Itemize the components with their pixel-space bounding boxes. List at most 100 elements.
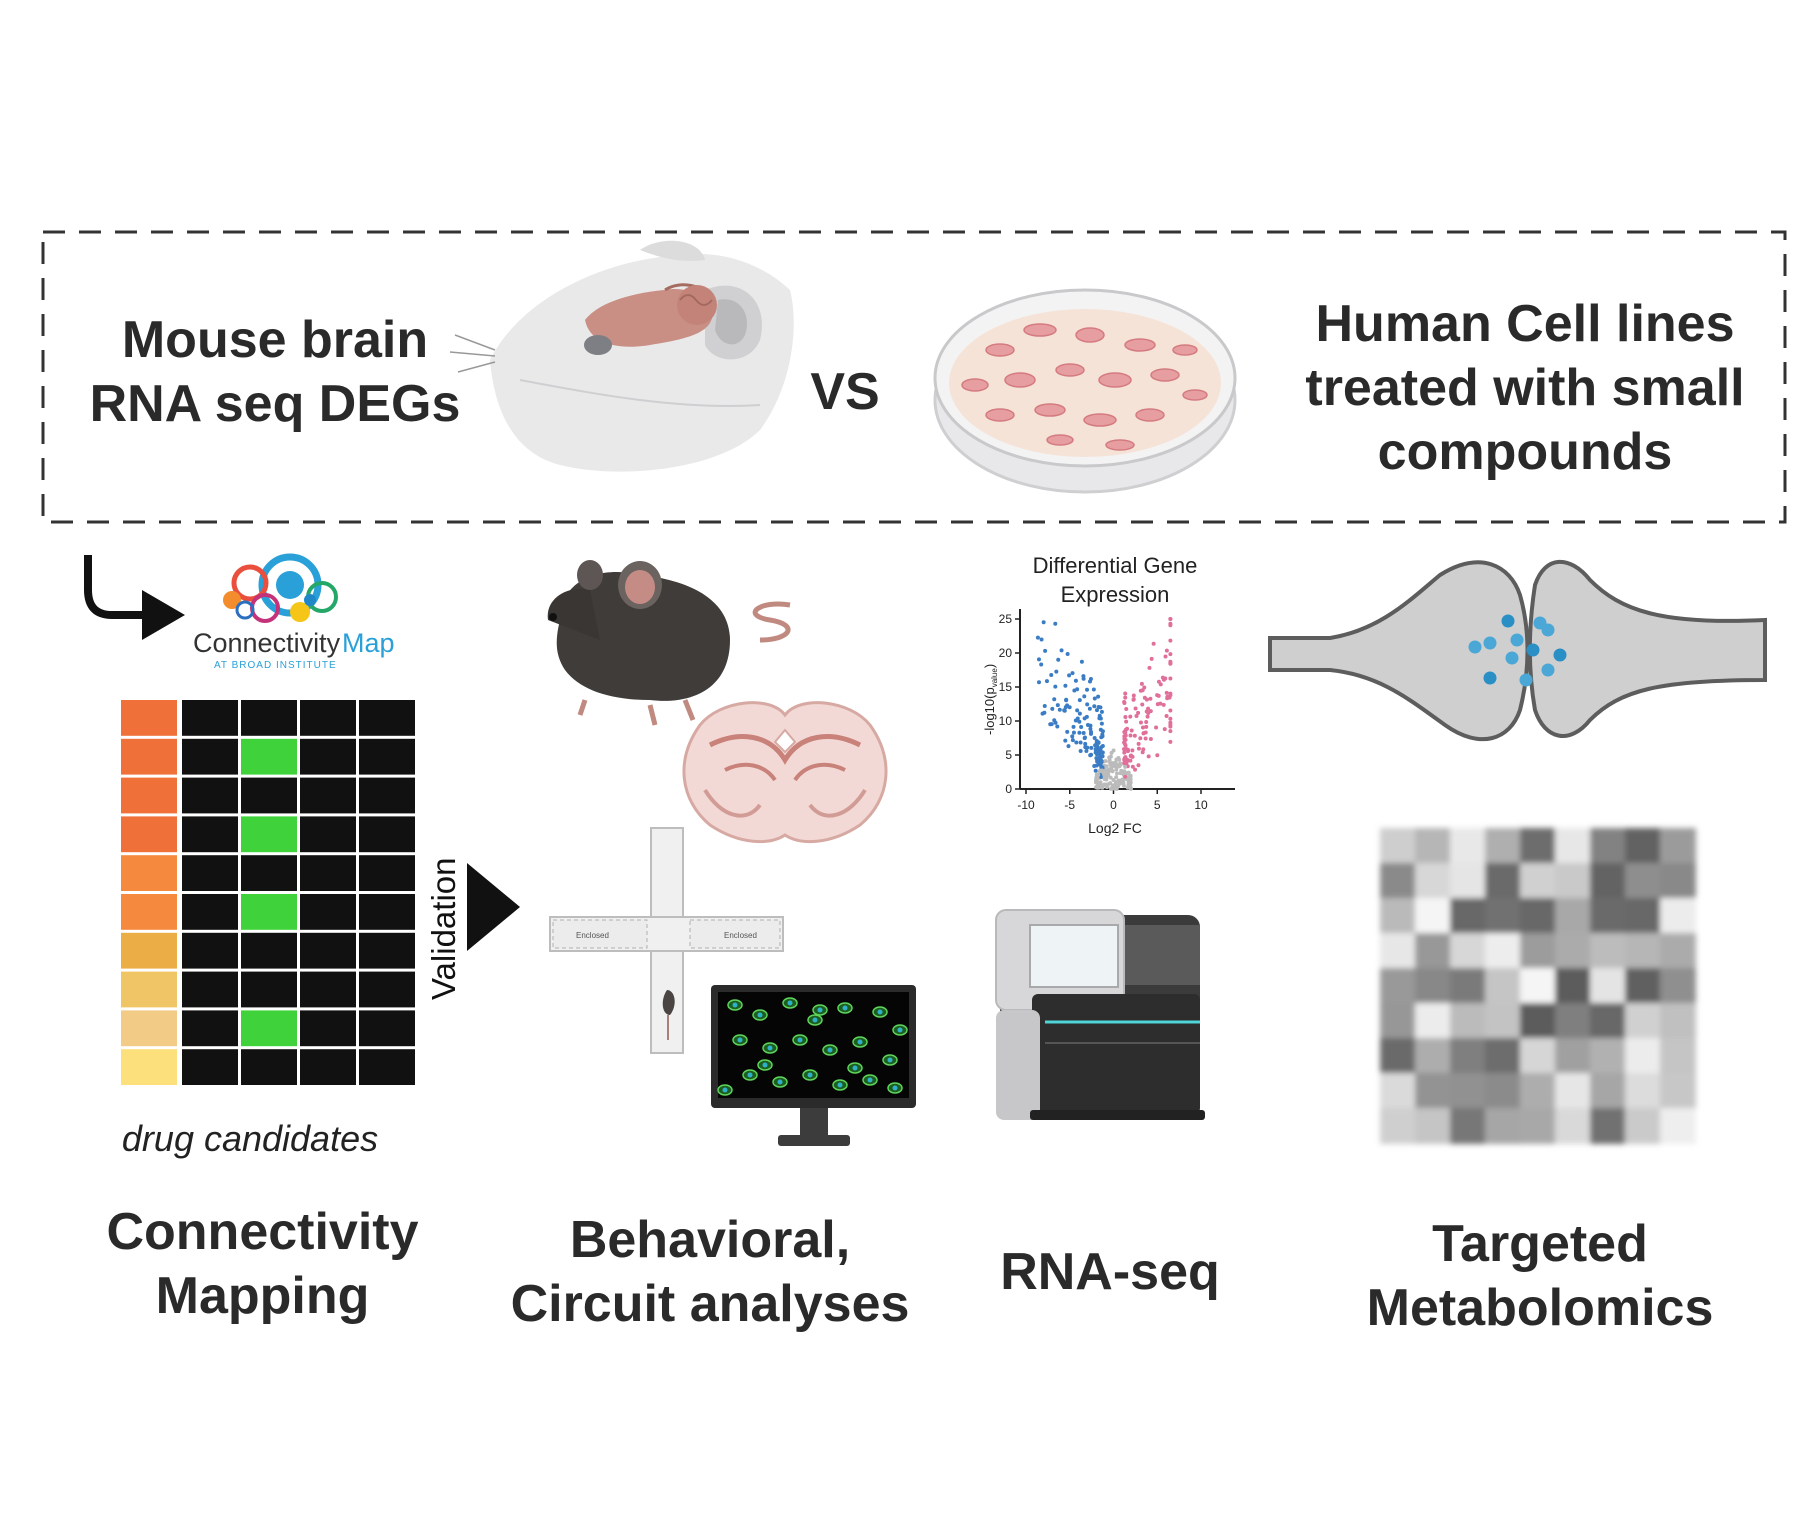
metabolomics-cell	[1520, 933, 1556, 969]
volcano-point	[1092, 735, 1097, 740]
heatmap-cell	[300, 932, 356, 969]
connectivity-map-logo-icon	[223, 553, 338, 623]
volcano-point	[1138, 720, 1143, 725]
volcano-point	[1151, 641, 1156, 646]
brain-section-illustration	[682, 701, 888, 844]
volcano-point	[1056, 657, 1061, 662]
cmap-brand-main: Connectivity	[193, 628, 341, 658]
volcano-point	[1050, 706, 1055, 711]
volcano-point	[1093, 768, 1098, 773]
volcano-point	[1100, 768, 1105, 773]
volcano-point	[1134, 713, 1139, 718]
vesicle	[1533, 616, 1547, 630]
heatmap-cell	[300, 855, 356, 891]
volcano-point	[1083, 741, 1088, 746]
metabolomics-cell	[1415, 933, 1451, 969]
metabolomics-cell	[1380, 898, 1416, 934]
heatmap-cell	[359, 1010, 415, 1047]
volcano-point	[1099, 764, 1104, 769]
volcano-point	[1146, 706, 1151, 711]
heatmap-cell	[300, 1010, 356, 1047]
volcano-point	[1145, 714, 1150, 719]
volcano-point	[1123, 755, 1128, 760]
vesicle	[1483, 671, 1497, 685]
cell-nucleus	[757, 1012, 763, 1018]
volcano-point	[1084, 749, 1089, 754]
metabolomics-cell	[1380, 1003, 1416, 1039]
heatmap-cell	[241, 777, 297, 814]
volcano-y-label: -log10(pvalue)	[982, 664, 999, 735]
metabolomics-cell	[1625, 1038, 1661, 1074]
volcano-point	[1164, 648, 1169, 653]
volcano-point	[1071, 724, 1076, 729]
volcano-point	[1088, 753, 1093, 758]
heatmap-cell	[359, 777, 415, 814]
metabolomics-heatmap	[1380, 828, 1696, 1144]
synapse-illustration	[1268, 559, 1767, 742]
volcano-point	[1082, 736, 1087, 741]
metabolomics-cell	[1485, 1003, 1521, 1039]
metabolomics-cell	[1380, 1108, 1416, 1144]
volcano-point	[1164, 713, 1169, 718]
heatmap-side-cell	[121, 700, 177, 736]
volcano-y-tick-label: 0	[1005, 782, 1012, 796]
heatmap-cell	[300, 738, 356, 775]
heatmap-cell	[182, 738, 238, 775]
section-rnaseq: RNA-seq	[980, 1240, 1240, 1304]
volcano-y-tick-label: 20	[999, 646, 1013, 660]
volcano-point	[1108, 781, 1113, 786]
metabolomics-cell	[1590, 1003, 1626, 1039]
bent-arrow-icon	[84, 555, 185, 640]
metabolomics-cell	[1380, 1073, 1416, 1109]
volcano-point	[1139, 681, 1144, 686]
metabolomics-cell	[1660, 1073, 1696, 1109]
drug-candidates-label: drug candidates	[121, 1118, 379, 1159]
volcano-point	[1067, 705, 1072, 710]
volcano-point	[1163, 654, 1168, 659]
metabolomics-cell	[1625, 933, 1661, 969]
metabolomics-cell	[1485, 863, 1521, 899]
metabolomics-cell	[1485, 1073, 1521, 1109]
metabolomics-cell	[1555, 1108, 1591, 1144]
volcano-point	[1132, 733, 1137, 738]
heatmap-side-cell	[121, 855, 177, 891]
heatmap-cell	[359, 894, 415, 930]
vesicle	[1468, 640, 1482, 654]
volcano-point	[1094, 775, 1099, 780]
volcano-point	[1044, 679, 1049, 684]
volcano-point	[1087, 679, 1092, 684]
heatmap-cell	[300, 700, 356, 736]
heatmap-hit-cell	[241, 738, 297, 775]
volcano-point	[1063, 738, 1068, 743]
volcano-x-tick-label: -10	[1017, 798, 1035, 812]
cell-nucleus	[722, 1087, 728, 1093]
metabolomics-cell	[1485, 933, 1521, 969]
volcano-point	[1146, 754, 1151, 759]
vesicle	[1541, 663, 1555, 677]
volcano-point	[1099, 709, 1104, 714]
volcano-point	[1123, 764, 1128, 769]
section-behavioral-line1: Behavioral,	[569, 1211, 851, 1269]
metabolomics-cell	[1555, 968, 1591, 1004]
cell-nucleus	[762, 1062, 768, 1068]
volcano-point	[1099, 775, 1104, 780]
volcano-point	[1119, 778, 1124, 783]
volcano-point	[1078, 740, 1083, 745]
heatmap-side-cell	[121, 1049, 177, 1085]
heatmap-cell	[300, 777, 356, 814]
volcano-point	[1114, 757, 1119, 762]
metabolomics-cell	[1520, 968, 1556, 1004]
volcano-point	[1035, 635, 1040, 640]
volcano-point	[1124, 760, 1129, 765]
volcano-point	[1164, 690, 1169, 695]
section-connectivity-line1: Connectivity	[106, 1203, 419, 1261]
volcano-point	[1104, 777, 1109, 782]
metabolomics-cell	[1450, 1073, 1486, 1109]
volcano-point	[1039, 662, 1044, 667]
volcano-point	[1103, 759, 1108, 764]
metabolomics-cell	[1590, 933, 1626, 969]
metabolomics-cell	[1485, 898, 1521, 934]
cell-nucleus	[892, 1085, 898, 1091]
vesicle	[1553, 648, 1567, 662]
volcano-point	[1043, 648, 1048, 653]
